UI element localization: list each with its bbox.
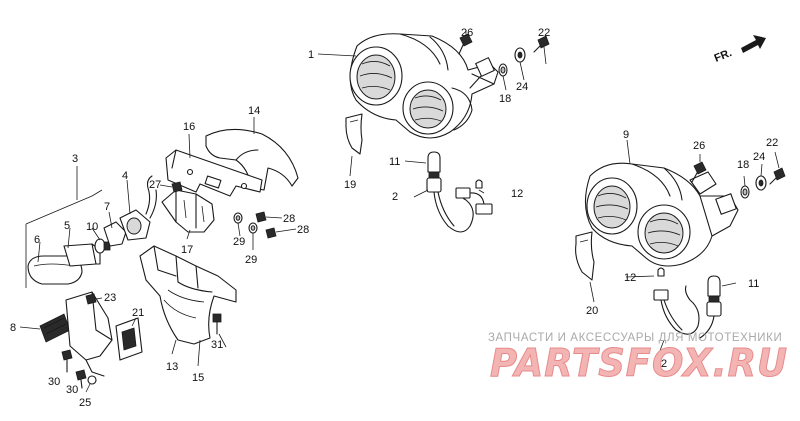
rear-fender-13 (139, 245, 237, 345)
callout-21: 21 (132, 307, 144, 319)
lens-6 (27, 255, 83, 285)
callout-29-a: 29 (233, 236, 245, 248)
upper-mount-hardware (458, 30, 550, 91)
upper-bulb-harness (426, 151, 493, 233)
headlight-assembly-upper (349, 33, 499, 139)
callout-15: 15 (192, 372, 204, 384)
callout-labels: 1 26 22 22 18 24 19 11 2 12 9 26 22 24 1… (10, 27, 778, 409)
callout-17: 17 (181, 244, 193, 256)
callout-11-lower: 11 (748, 278, 759, 290)
bolt-22-upper (537, 35, 550, 49)
headlight-trim-20 (575, 231, 595, 281)
bolt-22-lower (773, 167, 786, 181)
callout-16: 16 (183, 121, 195, 133)
headlight-trim-19 (345, 113, 363, 155)
center-hardware (171, 181, 277, 250)
bolt-30a (61, 349, 73, 361)
callout-30-b: 30 (66, 384, 78, 396)
bulb-10 (94, 238, 106, 254)
bolt-28a (255, 211, 267, 223)
callout-26-lower: 26 (693, 140, 705, 152)
callout-22-upper: 22 (538, 27, 550, 39)
callout-5: 5 (64, 220, 70, 232)
watermark-logo: PARTSFOX.RU (490, 341, 788, 385)
bracket-16 (165, 149, 263, 197)
leader-lines (19, 53, 737, 393)
license-bracket (39, 291, 143, 389)
bracket-17 (161, 189, 215, 233)
callout-24-lower: 24 (753, 151, 765, 163)
cover-14 (205, 128, 299, 191)
callout-19: 19 (344, 179, 356, 191)
bolt-27 (171, 181, 183, 193)
collar-25 (87, 375, 97, 385)
callout-24-upper: 24 (516, 81, 528, 93)
callout-28-b: 28 (297, 224, 309, 236)
callout-8: 8 (10, 322, 16, 334)
lower-bulb-harness (653, 267, 722, 339)
callout-18-lower: 18 (737, 159, 749, 171)
callout-14: 14 (248, 105, 260, 117)
callout-31: 31 (211, 339, 223, 351)
callout-1: 1 (308, 49, 314, 61)
callout-11-upper: 11 (389, 156, 400, 168)
callout-7: 7 (104, 201, 110, 213)
callout-27: 27 (149, 179, 161, 191)
bolt-26-upper (459, 33, 473, 47)
callout-28-a: 28 (283, 213, 295, 225)
front-direction-label: FR. (713, 47, 734, 65)
callout-23: 23 (104, 292, 116, 304)
callout-20: 20 (586, 305, 598, 317)
callout-25: 25 (79, 397, 91, 409)
callout-30-a: 30 (48, 376, 60, 388)
callout-3: 3 (72, 153, 78, 165)
bolt-28b (265, 227, 277, 239)
bolt-23 (85, 293, 97, 305)
callout-29-b: 29 (245, 254, 257, 266)
bolt-26-lower (693, 161, 707, 175)
license-light-group (25, 175, 157, 288)
front-direction-indicator: FR. (713, 35, 766, 65)
callout-22-lower: 22 (766, 137, 778, 149)
watermark: ЗАПЧАСТИ И АКСЕССУАРЫ ДЛЯ МОТОТЕХНИКИ PA… (488, 332, 788, 386)
bolt-31 (212, 313, 222, 335)
callout-13: 13 (166, 361, 178, 373)
front-arrow-icon (741, 35, 766, 53)
callout-2-upper: 2 (392, 191, 398, 203)
bolt-30b (75, 369, 87, 381)
callout-4: 4 (122, 170, 128, 182)
callout-12-upper: 12 (511, 188, 523, 200)
callout-10: 10 (86, 221, 98, 233)
housing-5 (63, 243, 97, 267)
callout-2-lower: 2 (661, 358, 667, 370)
callout-26-upper: 26 (461, 27, 473, 39)
callout-6: 6 (34, 234, 40, 246)
socket-7 (103, 221, 127, 247)
callout-12-lower: 12 (624, 272, 636, 284)
callout-9: 9 (623, 129, 629, 141)
headlight-assembly-lower (584, 162, 739, 267)
lower-mount-hardware (691, 151, 786, 199)
callout-18-upper: 18 (499, 93, 511, 105)
watermark-tagline: ЗАПЧАСТИ И АКСЕССУАРЫ ДЛЯ МОТОТЕХНИКИ (488, 332, 782, 344)
